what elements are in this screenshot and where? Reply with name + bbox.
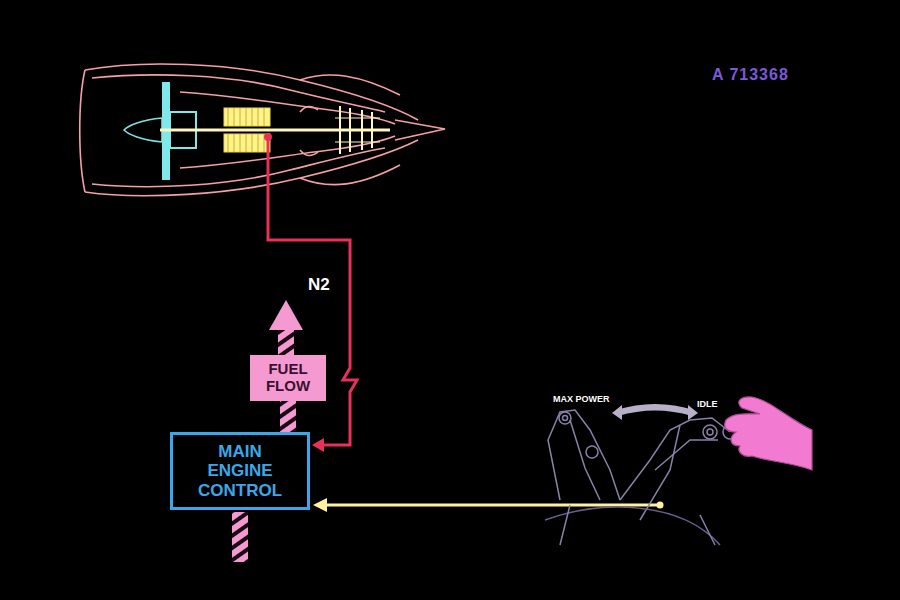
link-pivot	[657, 502, 664, 509]
fuel-inlet-shaft	[232, 512, 248, 562]
jet-engine	[80, 64, 445, 196]
figure-number: A 713368	[712, 66, 789, 84]
throttle-arrowhead	[313, 498, 327, 512]
control-box: MAIN ENGINE CONTROL	[170, 432, 310, 510]
travel-arc-head-right	[688, 405, 698, 420]
n2-arrowhead	[312, 438, 324, 452]
position-label: IDLE	[697, 399, 718, 409]
compressor	[224, 108, 270, 152]
low-shaft	[160, 129, 390, 132]
travel-arc-head-left	[612, 405, 622, 420]
signal-name: N2	[308, 275, 330, 295]
spinner	[124, 118, 162, 142]
throttle-quadrant	[545, 410, 737, 545]
fuel-shaft-top	[278, 328, 294, 355]
fuel-arrowhead	[269, 300, 303, 330]
throttle-link	[325, 504, 660, 507]
box-text: MAIN ENGINE CONTROL	[192, 442, 288, 499]
box-text: FUEL FLOW	[260, 361, 316, 395]
position-label: MAX POWER	[553, 394, 610, 404]
fuel-flow-box: FUEL FLOW	[250, 355, 326, 401]
turbine	[335, 106, 380, 154]
fuel-flow-shaft	[280, 401, 296, 432]
travel-arc-arrow	[616, 404, 694, 416]
pilot-hand	[725, 397, 812, 470]
